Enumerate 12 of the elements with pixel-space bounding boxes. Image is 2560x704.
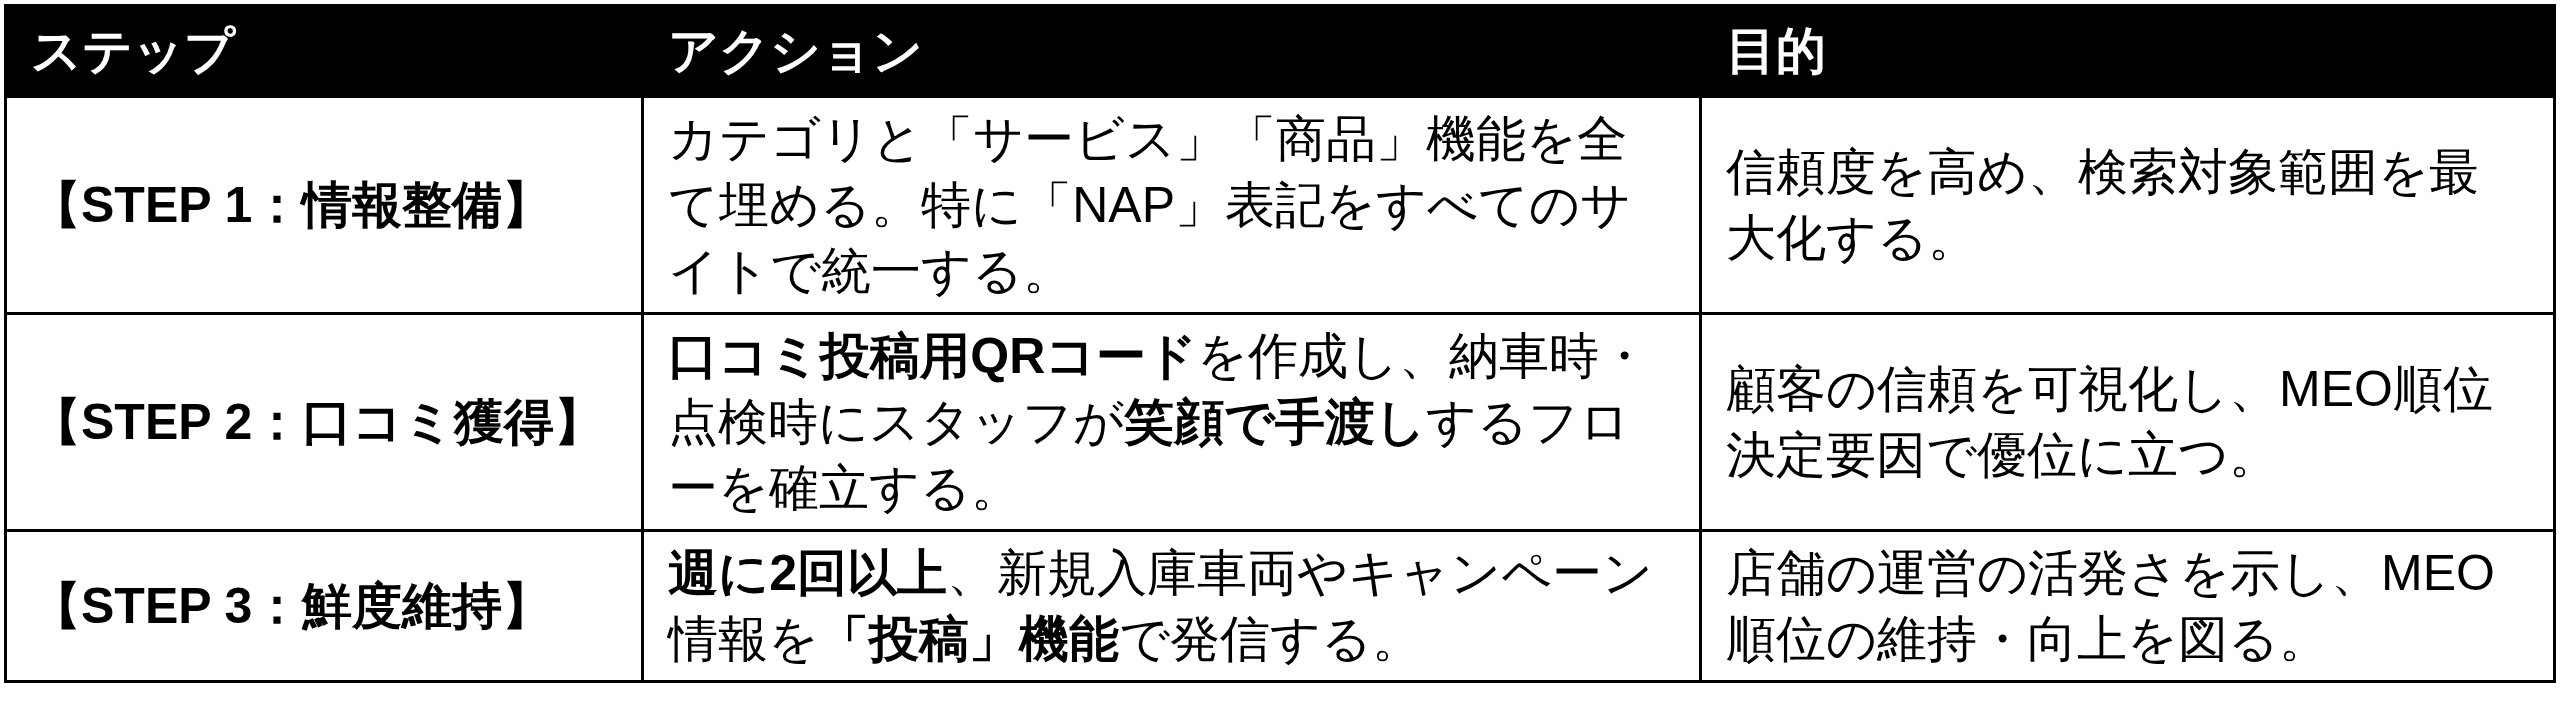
- purpose-text: 顧客の信頼を可視化し、MEO順位決定要因で優位に立つ。: [1700, 313, 2555, 531]
- header-cell: ステップ: [5, 5, 643, 97]
- step-label: 【STEP 3：鮮度維持】: [5, 530, 643, 682]
- step-label: 【STEP 2：口コミ獲得】: [5, 313, 643, 531]
- header-cell: 目的: [1700, 5, 2555, 97]
- purpose-text: 店舗の運営の活発さを示し、MEO順位の維持・向上を図る。: [1700, 530, 2555, 682]
- action-text: 口コミ投稿用QRコードを作成し、納車時・点検時にスタッフが笑顔で手渡しするフローを確立する。: [642, 313, 1701, 531]
- step-label: 【STEP 1：情報整備】: [5, 96, 643, 314]
- action-text: 週に2回以上、新規入庫車両やキャンペーン情報を「投稿」機能で発信する。: [642, 530, 1701, 682]
- purpose-text: 信頼度を高め、検索対象範囲を最大化する。: [1700, 96, 2555, 314]
- action-text: カテゴリと「サービス」「商品」機能を全て埋める。特に「NAP」表記をすべてのサイトで統一する。: [642, 96, 1701, 314]
- header-cell: アクション: [642, 5, 1701, 97]
